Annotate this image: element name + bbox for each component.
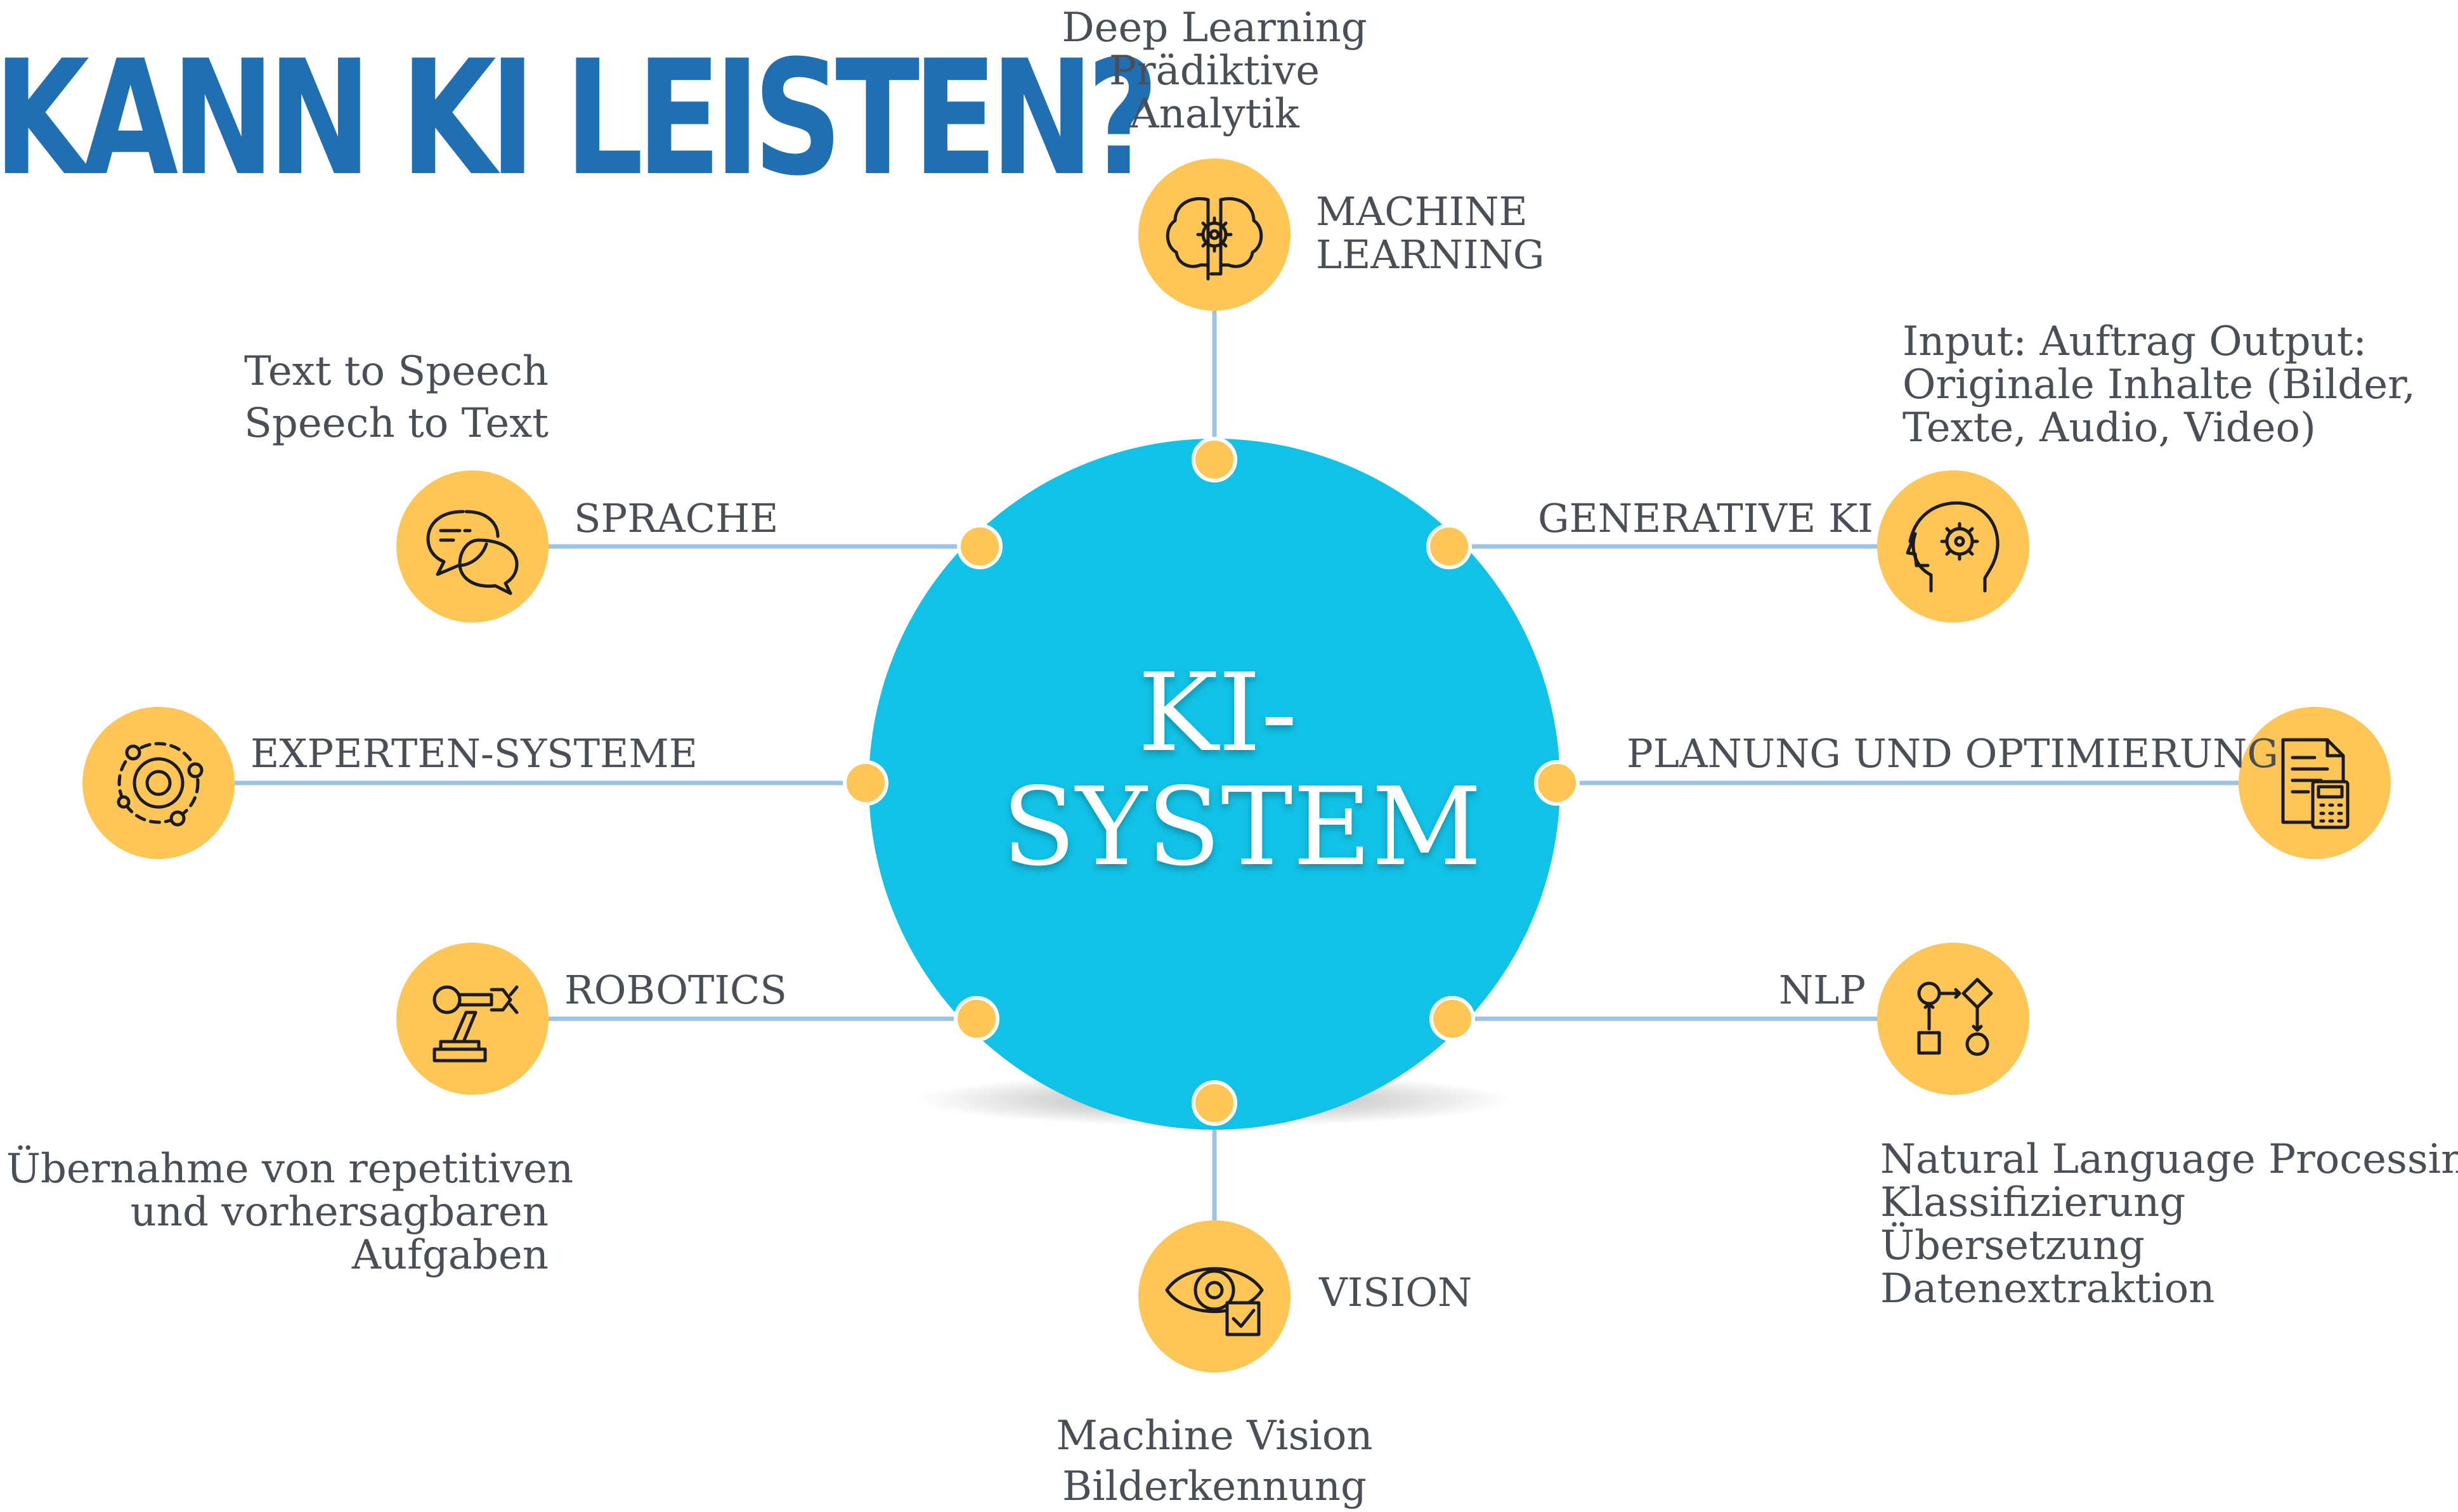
node-label-nlp: NLP xyxy=(1779,967,1866,1013)
node-label-line: EXPERTEN-SYSTEME xyxy=(250,730,698,777)
node-label-line: SPRACHE xyxy=(574,495,779,541)
connector-dot-experten-systeme xyxy=(843,760,888,806)
connector-dot-robotics xyxy=(954,996,999,1042)
node-desc-line: Machine Vision xyxy=(1056,1412,1373,1459)
node-desc-line: Prädiktive xyxy=(1109,48,1320,94)
node-circle-sprache xyxy=(396,470,549,623)
node-label-line: GENERATIVE KI xyxy=(1538,495,1873,541)
robot-arm-icon xyxy=(432,985,519,1063)
node-label-line: ROBOTICS xyxy=(564,967,787,1013)
node-label-machine-learning: MACHINE LEARNING xyxy=(1316,190,1544,276)
node-label-sprache: SPRACHE xyxy=(574,495,779,541)
orbit-icon xyxy=(117,742,204,827)
node-label-vision: VISION xyxy=(1319,1269,1473,1315)
node-label-planung: PLANUNG UND OPTIMIERUNG xyxy=(1627,732,2279,775)
node-desc-line: und vorhersagbaren xyxy=(130,1189,549,1236)
connector-dot-nlp xyxy=(1429,996,1475,1042)
brain-gear-icon xyxy=(1166,197,1263,281)
node-label-line: PLANUNG UND OPTIMIERUNG xyxy=(1627,730,2279,777)
center-title-line2: SYSTEM xyxy=(1002,765,1482,890)
node-circle-generative-ki xyxy=(1877,470,2029,623)
connector-dot-generative-ki xyxy=(1426,524,1472,569)
node-label-experten-systeme: EXPERTEN-SYSTEME xyxy=(250,732,698,775)
node-desc-line: Originale Inhalte (Bilder, xyxy=(1902,361,2416,408)
speech-bubbles-icon xyxy=(426,510,519,595)
page-title: KANN KI LEISTEN? xyxy=(0,26,1159,210)
node-desc-line: Übernahme von repetitiven xyxy=(6,1146,574,1192)
node-label-line: VISION xyxy=(1319,1269,1473,1315)
node-desc-line: Analytik xyxy=(1129,91,1299,138)
node-desc-sprache: Text to Speech Speech to Text xyxy=(127,346,549,449)
node-desc-vision: Machine Vision Bilderkennung xyxy=(961,1411,1468,1512)
node-label-line: NLP xyxy=(1779,967,1866,1013)
node-desc-line: Übersetzung xyxy=(1880,1222,2145,1269)
node-desc-line: Klassifizierung xyxy=(1880,1179,2186,1226)
document-calculator-icon xyxy=(2281,738,2350,829)
node-desc-line: Datenextraktion xyxy=(1880,1265,2215,1312)
node-desc-machine-learning: Deep Learning Prädiktive Analytik xyxy=(961,6,1468,136)
node-desc-line: Deep Learning xyxy=(1062,4,1367,51)
node-label-line: MACHINE xyxy=(1316,188,1528,235)
node-desc-robotics: Übernahme von repetitiven und vorhersagb… xyxy=(6,1146,574,1279)
connector-dot-vision xyxy=(1192,1080,1237,1126)
node-label-generative-ki: GENERATIVE KI xyxy=(1538,495,1873,541)
connector-dot-machine-learning xyxy=(1192,437,1237,482)
node-desc-line: Speech to Text xyxy=(244,400,549,447)
node-circle-machine-learning xyxy=(1138,158,1291,311)
connector-dot-planung xyxy=(1534,760,1580,806)
node-desc-line: Text to Speech xyxy=(244,348,549,395)
node-label-line: LEARNING xyxy=(1316,231,1545,278)
node-desc-generative-ki: Input: Auftrag Output: Originale Inhalte… xyxy=(1902,320,2416,449)
eye-check-icon xyxy=(1165,1267,1264,1336)
node-circle-nlp xyxy=(1877,943,2029,1095)
center-circle xyxy=(869,439,1560,1130)
node-circle-experten-systeme xyxy=(82,707,235,859)
node-desc-line: Aufgaben xyxy=(351,1232,549,1279)
node-desc-line: Input: Auftrag Output: xyxy=(1902,318,2367,365)
node-desc-nlp: Natural Language Processing Klassifizier… xyxy=(1880,1138,2458,1310)
node-desc-line: Natural Language Processing xyxy=(1880,1136,2458,1183)
center-title-line1: KI- xyxy=(1138,650,1297,776)
node-label-robotics: ROBOTICS xyxy=(564,967,787,1013)
node-desc-line: Bilderkennung xyxy=(1062,1463,1367,1510)
connector-dot-sprache xyxy=(957,524,1003,569)
flowchart-icon xyxy=(1917,978,1993,1056)
node-desc-line: Texte, Audio, Video) xyxy=(1902,404,2316,451)
head-gear-icon xyxy=(1906,501,2000,593)
